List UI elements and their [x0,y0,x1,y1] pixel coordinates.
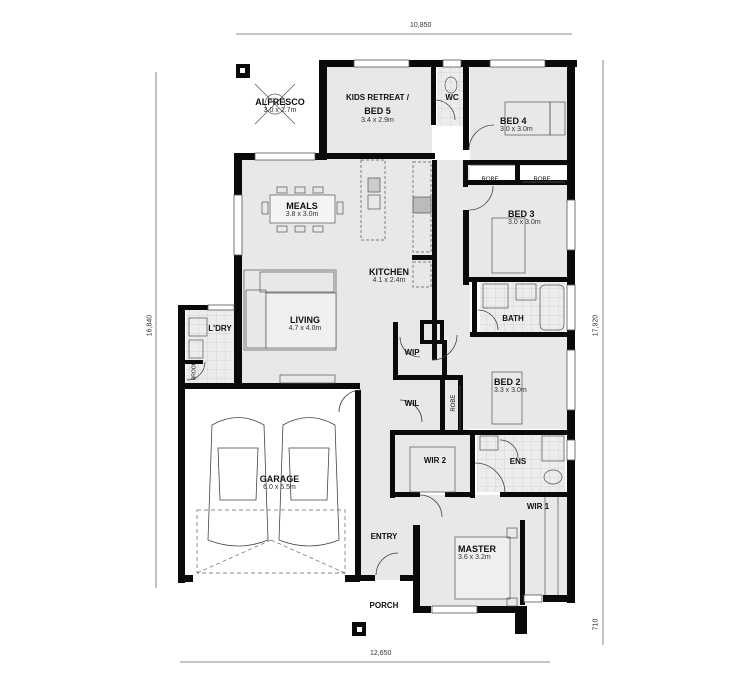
furniture [188,76,566,607]
room-laundry: L'DRY [203,324,237,333]
room-name: BED 3 [508,209,535,219]
room-name: BED 2 [494,377,521,387]
room-entry: ENTRY [369,532,399,541]
room-name: ENS [509,457,527,466]
room-name: ROBE [450,394,457,412]
room-wir2: WIR 2 [420,456,450,465]
room-robe-b: ROBE [527,169,557,186]
room-size: 3.0 x 2.7m [263,107,297,115]
room-kitchen: KITCHEN 4.1 x 2.4m [364,267,414,285]
room-name: BATH [502,314,524,323]
room-garage: GARAGE 6.0 x 5.5m [252,474,307,492]
room-size: 3.3 x 3.0m [494,387,527,395]
room-name: KIDS RETREAT / [346,93,409,102]
dimension-left-depth: 16,840 [146,314,154,337]
room-robe-a: ROBE [475,169,505,186]
post-marker [357,627,362,632]
room-size: 3.6 x 3.2m [458,554,491,562]
dimension-lines [155,33,604,663]
room-size: 4.1 x 2.4m [372,277,406,285]
room-size: 3.4 x 2.9m [361,116,394,124]
dimension-bottom-width: 12,650 [370,650,392,657]
car-icons [207,417,340,547]
dimension-top-width: 10,850 [410,22,432,29]
room-wil: WIL [400,399,424,408]
room-name: ENTRY [370,532,398,541]
room-name: BED 4 [500,116,527,126]
room-name: LIVING [289,315,320,325]
room-name: BED 5 [364,106,391,117]
room-size: 4.7 x 4.0m [288,325,322,333]
dimension-right-depth: 17,920 [592,314,600,337]
room-bed3: BED 3 3.0 x 3.0m [508,209,558,227]
windows [207,59,576,614]
room-size: 6.0 x 5.5m [263,484,296,492]
room-wip: WIP [400,348,424,357]
tiled-areas [186,66,565,492]
room-name: ROBE [481,177,499,183]
room-name: ALFRESCO [255,97,305,107]
room-bed2: BED 2 3.3 x 3.0m [494,377,544,395]
room-name: MASTER [458,544,496,554]
room-name: PORCH [369,601,399,610]
room-name: L'DRY [208,324,232,333]
room-bed4: BED 4 3.0 x 3.0m [500,116,550,134]
post-marker [240,68,245,73]
room-broom: BROOM [191,357,198,385]
room-robe-c: ROBE [451,389,457,417]
room-living: LIVING 4.7 x 4.0m [280,315,330,333]
garage-door-marker [196,509,346,574]
room-name: WIP [404,348,420,357]
room-wc: WC [440,93,464,102]
door-swings [186,99,519,576]
room-name: KITCHEN [369,267,409,277]
room-name: WC [445,93,459,102]
room-kids-retreat: KIDS RETREAT / BED 5 3.4 x 2.9m [335,93,420,124]
room-ens: ENS [506,457,530,466]
room-name: MEALS [286,201,318,211]
room-name: WIL [404,399,420,408]
room-size: 3.8 x 3.0m [285,211,319,219]
room-name: ROBE [533,177,551,183]
room-bath: BATH [498,314,528,323]
room-master: MASTER 3.6 x 3.2m [458,544,503,562]
room-porch: PORCH [368,601,400,610]
room-size: 3.0 x 3.0m [500,126,533,134]
room-name: BROOM [191,361,198,381]
room-name: WIR 2 [423,456,447,465]
room-name: GARAGE [259,474,300,484]
room-meals: MEALS 3.8 x 3.0m [272,201,332,219]
room-name: WIR 1 [526,502,550,511]
room-alfresco: ALFRESCO 3.0 x 2.7m [250,97,310,115]
room-size: 3.0 x 3.0m [508,219,541,227]
room-wir1: WIR 1 [526,502,550,511]
dimension-porch-offset: 710 [592,618,600,631]
floor-areas [242,66,567,607]
